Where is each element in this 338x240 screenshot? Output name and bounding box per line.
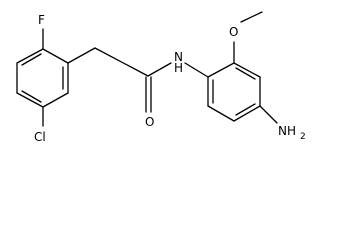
bond [207, 62, 235, 78]
bond-ch2-carbonyl [94, 47, 149, 77]
bond-o-ch3 [240, 11, 263, 23]
carbonyl-oxygen-label: O [145, 115, 154, 129]
molecule-drawing: F Cl O N H O NH 2 [16, 11, 306, 144]
bond-ring-ch2 [67, 47, 96, 64]
left-benzene-ring [16, 48, 69, 108]
bond-double-inner [235, 103, 256, 116]
bond-carbonyl-n [147, 62, 172, 77]
amide-hydrogen-label: H [174, 61, 183, 75]
bond-n-ring [184, 62, 209, 78]
bond [207, 105, 235, 122]
amine-label: NH [278, 124, 296, 138]
amide-nitrogen-label: N [174, 50, 183, 64]
fluorine-label: F [38, 13, 45, 27]
methoxy-oxygen-label: O [229, 25, 238, 39]
bond-double-inner [21, 90, 42, 103]
bond-ring-nh2 [259, 105, 278, 124]
amine-subscript-label: 2 [300, 132, 306, 142]
bond [16, 92, 44, 108]
bond [16, 48, 44, 64]
bond-double-inner [21, 53, 42, 66]
right-benzene-ring [207, 62, 261, 122]
bond [42, 48, 69, 64]
bond [42, 92, 69, 108]
bond [233, 62, 261, 78]
chlorine-label: Cl [34, 130, 46, 144]
bond [233, 105, 261, 122]
bond-double-inner [235, 67, 256, 80]
structure-diagram: F Cl O N H O NH 2 [16, 11, 306, 144]
